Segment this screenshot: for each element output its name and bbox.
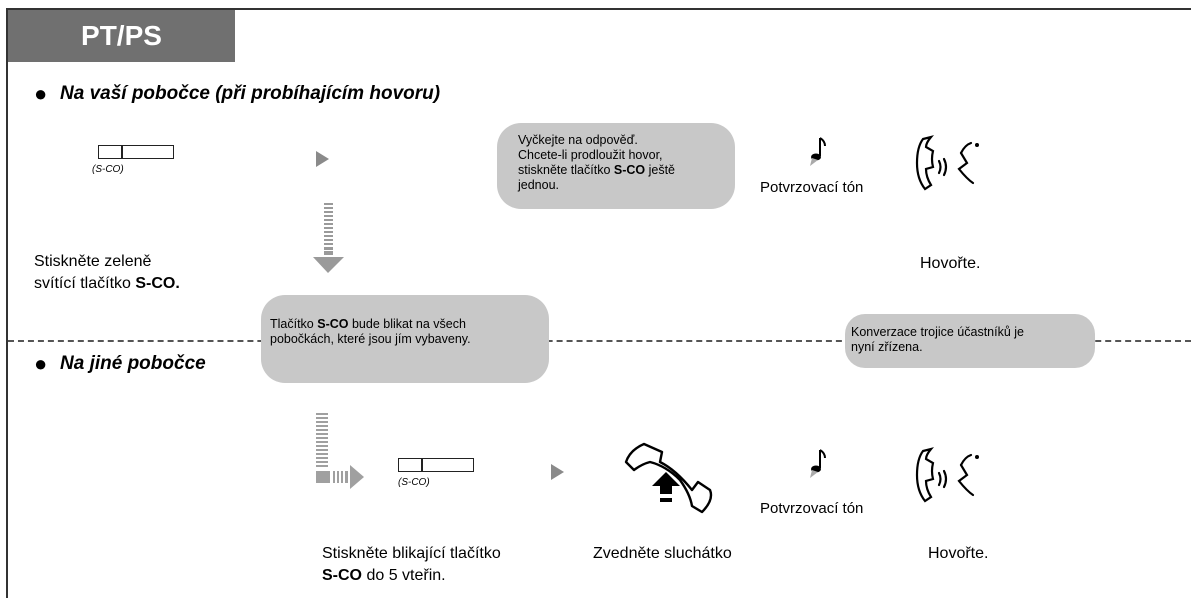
- play-arrow-icon: [551, 464, 564, 480]
- tab-pt-ps: PT/PS: [81, 20, 162, 51]
- bubble-line: Tlačítko S-CO bude blikat na všech: [270, 317, 466, 331]
- section-divider: [8, 340, 1191, 342]
- talking-handset-icon: [915, 447, 979, 503]
- bubble-line: stiskněte tlačítko S-CO ještě: [518, 163, 676, 177]
- step-press-flashing-key: Stiskněte blikající tlačítko S-CO do 5 v…: [322, 543, 501, 587]
- tone-label: Potvrzovací tón: [760, 500, 864, 517]
- section-heading-own-extension: Na vaší pobočce (při probíhajícím hovoru…: [60, 83, 441, 104]
- step-press-green-key: Stiskněte zeleně svítící tlačítko S-CO.: [34, 251, 180, 295]
- talk-label: Hovořte.: [928, 545, 989, 562]
- handset-offhook-icon: [624, 442, 713, 514]
- talking-handset-icon: [915, 135, 979, 191]
- music-note-icon: [810, 449, 826, 478]
- bubble-conference-established: Konverzace trojice účastníků je nyní zří…: [845, 314, 1095, 368]
- bullet-icon: ●: [34, 351, 48, 376]
- bubble-line: Konverzace trojice účastníků je: [851, 325, 1025, 339]
- s-co-key-icon: [98, 145, 174, 159]
- s-co-key-icon: [398, 458, 474, 472]
- bullet-icon: ●: [34, 81, 48, 106]
- section-heading-other-extension: Na jiné pobočce: [60, 353, 206, 374]
- music-note-icon: [810, 137, 826, 166]
- step-line-1: Stiskněte blikající tlačítko: [322, 545, 501, 562]
- striped-down-arrow-icon: [313, 203, 344, 273]
- tone-label: Potvrzovací tón: [760, 179, 864, 196]
- bubble-line: nyní zřízena.: [851, 340, 923, 354]
- bubble-line: Vyčkejte na odpověď.: [518, 133, 638, 147]
- bubble-line: Chcete-li prodloužit hovor,: [518, 148, 663, 162]
- step-line-1: Stiskněte zeleně: [34, 253, 152, 270]
- step-line-2: svítící tlačítko S-CO.: [34, 275, 180, 292]
- frame-left-border: [6, 8, 8, 598]
- bubble-line: jednou.: [518, 178, 560, 192]
- frame-top-border: [6, 8, 1191, 10]
- s-co-key-label: (S-CO): [92, 164, 124, 175]
- play-arrow-icon: [316, 151, 329, 167]
- step-lift-handset: Zvedněte sluchátko: [593, 545, 732, 562]
- bubble-key-flashes: Tlačítko S-CO bude blikat na všech poboč…: [261, 295, 549, 383]
- bubble-wait-for-answer: Vyčkejte na odpověď. Chcete-li prodlouži…: [497, 123, 735, 209]
- tab-background: [8, 10, 235, 62]
- striped-turn-arrow-icon: [316, 413, 364, 489]
- step-line-2: S-CO do 5 vteřin.: [322, 567, 446, 584]
- bubble-line: pobočkách, které jsou jím vybaveny.: [270, 332, 471, 346]
- talk-label: Hovořte.: [920, 255, 981, 272]
- s-co-key-label: (S-CO): [398, 477, 430, 488]
